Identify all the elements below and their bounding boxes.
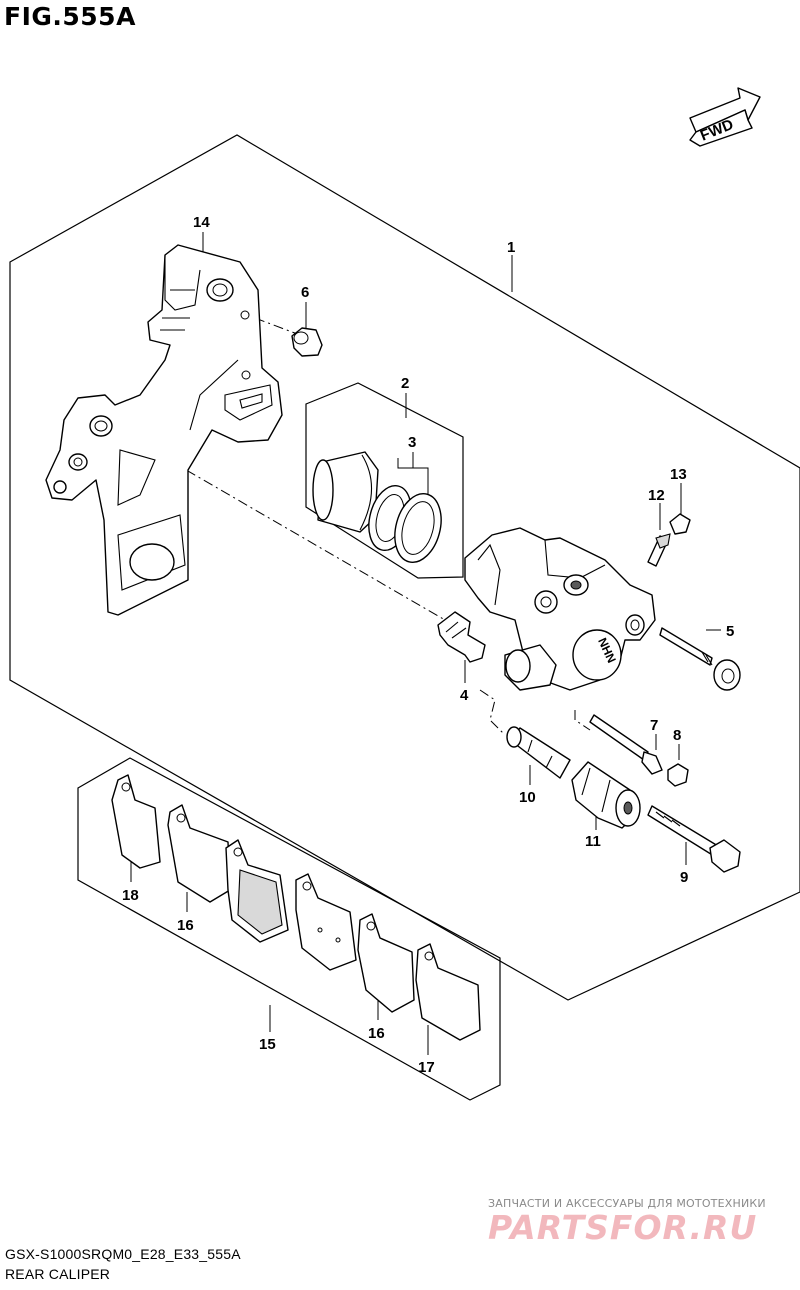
callout-7: 7 [650,717,658,734]
callout-16-left: 16 [177,917,194,934]
caliper-bracket [45,244,283,616]
callout-1: 1 [507,239,515,256]
caliper-body: NHN [464,527,656,691]
brake-pad-17 [415,943,481,1041]
callout-5: 5 [726,623,734,640]
piston-part [312,451,379,533]
brake-pad-16-right [357,913,415,1013]
callout-4: 4 [460,687,469,704]
bolt-part [647,805,741,873]
figure-title: FIG.555A [4,2,136,31]
model-code: GSX-S1000SRQM0_E28_E33_555A [5,1246,241,1262]
seal-part [368,485,442,563]
brake-pad-16-left [167,804,231,903]
callout-15: 15 [259,1036,276,1053]
brake-pad-set-frame [77,757,501,1101]
bleeder-cap-part [669,513,691,535]
pad-spring-part [437,611,486,663]
slide-pin-lower-part [589,714,663,775]
rubber-boot-part [571,761,641,829]
watermark-subtitle: ЗАПЧАСТИ И АКСЕССУАРЫ ДЛЯ МОТОТЕХНИКИ [488,1197,766,1210]
callout-13: 13 [670,466,687,483]
assembly-frame [9,134,800,1001]
callout-8: 8 [673,727,681,744]
section-name: REAR CALIPER [5,1266,111,1282]
sleeve-part [506,726,571,779]
callout-3: 3 [408,434,416,451]
callout-16-right: 16 [368,1025,385,1042]
watermark-logo: PARTSFOR.RU [488,1208,758,1247]
brake-pad-right-1 [295,873,357,971]
callout-18: 18 [122,887,139,904]
callout-6: 6 [301,284,309,301]
fwd-arrow-icon: FWD [689,87,761,147]
callout-14: 14 [193,214,210,231]
callout-9: 9 [680,869,688,886]
callout-12: 12 [648,487,665,504]
brake-pad-18 [111,774,161,869]
boot-part [291,327,323,357]
callout-10: 10 [519,789,536,806]
brake-pad-shim [225,839,289,943]
piston-seal-frame [305,382,464,579]
callout-17: 17 [418,1059,435,1076]
callout-2: 2 [401,375,409,392]
bleeder-valve-part [647,533,671,567]
callout-11: 11 [585,833,601,850]
nut-part [667,763,689,787]
slide-pin-upper-part [659,627,741,691]
